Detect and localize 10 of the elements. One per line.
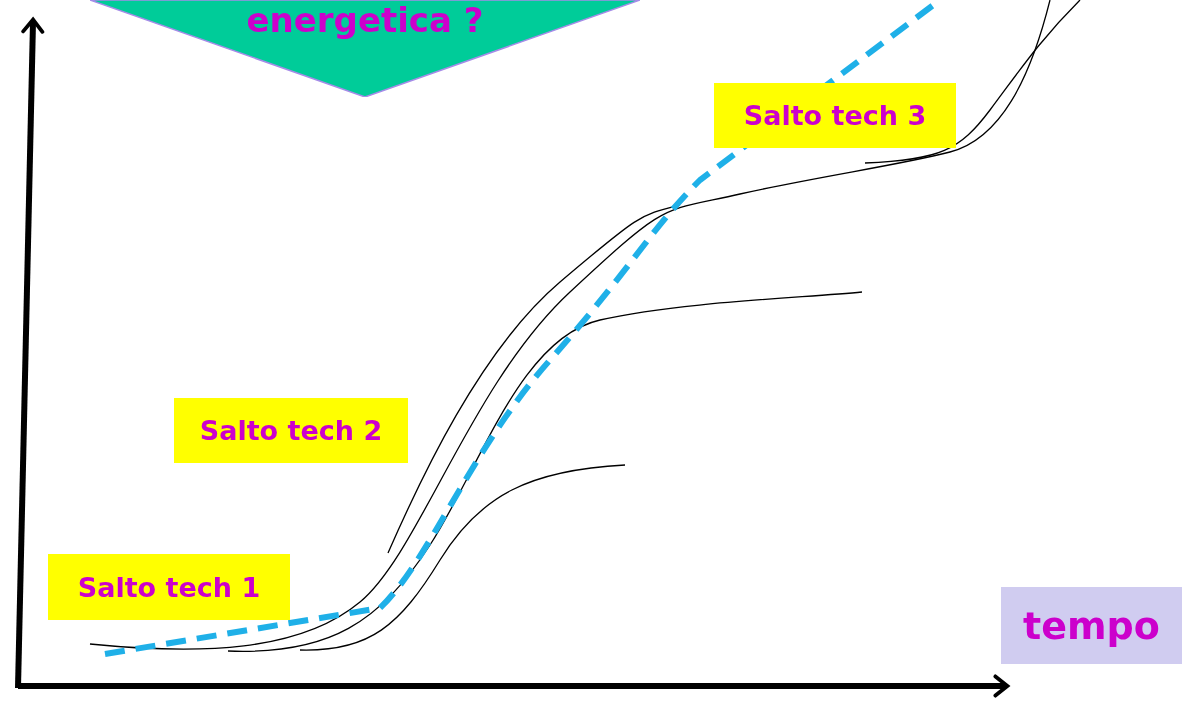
label-box [174, 398, 408, 463]
label-text: Salto tech 2 [199, 415, 383, 446]
chevron-banner [90, 0, 640, 97]
label-text: energetica ? [246, 0, 484, 40]
label-box [714, 83, 956, 148]
label-text: tempo [1023, 603, 1160, 648]
label-text: Salto tech 3 [743, 100, 927, 131]
axis-label-box [1001, 587, 1182, 664]
label-box [48, 554, 290, 620]
label-text: Salto tech 1 [77, 571, 261, 603]
